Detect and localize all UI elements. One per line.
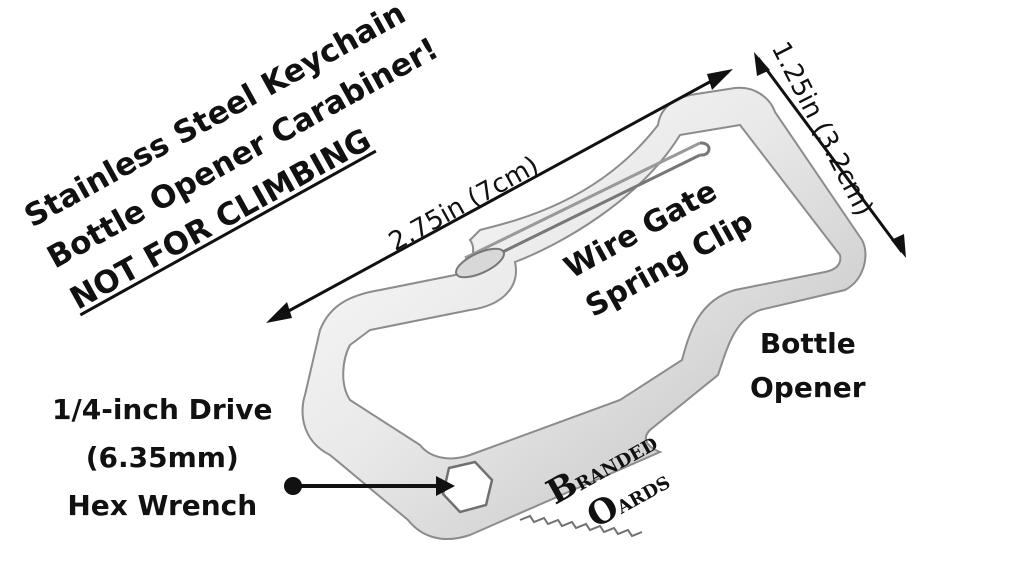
width-dimension-arrow [754, 52, 906, 258]
length-dimension-arrow [266, 69, 733, 323]
wrench-line-2: (6.35mm) [85, 441, 239, 474]
bottle-opener-label: Bottle Opener [750, 330, 866, 418]
opener-line-1: Bottle [759, 327, 856, 360]
opener-line-2: Opener [750, 371, 866, 404]
wrench-line-3: Hex Wrench [67, 489, 258, 522]
hex-wrench-label: 1/4-inch Drive (6.35mm) Hex Wrench [52, 396, 273, 540]
pointer-dot-arrow [284, 476, 455, 496]
wrench-line-1: 1/4-inch Drive [52, 393, 273, 426]
